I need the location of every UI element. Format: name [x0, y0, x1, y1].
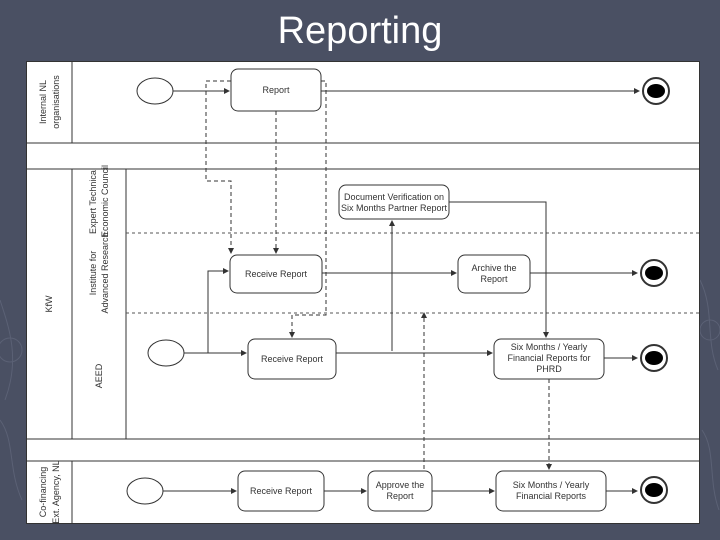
- flow-start-to-receive-1: [207, 268, 229, 353]
- message-to-receive-2: [289, 80, 327, 338]
- task-archive-label-2: Report: [480, 274, 508, 284]
- lane-label-expert-1: Expert Technical: [88, 168, 98, 234]
- task-six-months-2-label-2: Financial Reports: [516, 491, 587, 501]
- start-event-aeed: [147, 339, 185, 367]
- task-archive-box: [457, 254, 531, 294]
- task-report-label: Report: [262, 85, 290, 95]
- end-event-bottom: [640, 476, 668, 504]
- task-doc-verification-label-2: Six Months Partner Report: [341, 203, 448, 213]
- lane-label-institute-2: Advanced Research: [100, 232, 110, 313]
- end-events: [640, 77, 670, 504]
- task-six-months-1-label-1: Six Months / Yearly: [511, 342, 588, 352]
- lane-label-expert-2: Economic Council: [100, 165, 110, 237]
- diagram-border: [26, 61, 700, 524]
- task-six-months-1-label-2: Financial Reports for: [507, 353, 590, 363]
- end-event-aeed: [640, 344, 668, 372]
- lane-label-top-1: Internal NL: [38, 80, 48, 124]
- lane-label-bottom-2: Ext. Agency, NL: [51, 460, 61, 523]
- task-doc-verification-box: [338, 184, 450, 220]
- end-event-top: [642, 77, 670, 105]
- task-six-months-2-label-1: Six Months / Yearly: [513, 480, 590, 490]
- task-six-months-1-label-3: PHRD: [536, 364, 562, 374]
- start-event-bottom: [126, 477, 164, 505]
- flow-doc-to-six-months: [449, 201, 549, 338]
- sequence-flows: [163, 88, 640, 494]
- message-flows: [205, 80, 552, 470]
- lane-label-bottom-1: Co-financing: [38, 467, 48, 518]
- task-receive-report-3-label: Receive Report: [250, 486, 313, 496]
- task-receive-report-2-label: Receive Report: [261, 354, 324, 364]
- lane-label-top-2: organisations: [51, 75, 61, 129]
- message-report-to-receive-1: [205, 80, 234, 254]
- lane-label-group: KfW: [44, 295, 54, 313]
- task-approve-label-1: Approve the: [376, 480, 425, 490]
- task-receive-report-1-label: Receive Report: [245, 269, 308, 279]
- start-event-top: [136, 77, 174, 105]
- process-diagram-svg: Internal NL organisations KfW Expert Tec…: [26, 61, 700, 524]
- task-doc-verification-label-1: Document Verification on: [344, 192, 444, 202]
- task-receive-report-2-box: [247, 338, 337, 380]
- slide-title: Reporting: [277, 10, 443, 52]
- task-approve-label-2: Report: [386, 491, 414, 501]
- lane-label-aeed: AEED: [94, 363, 104, 388]
- task-archive-label-1: Archive the: [471, 263, 516, 273]
- end-event-institute: [640, 259, 668, 287]
- task-receive-report-1-box: [229, 254, 323, 294]
- process-diagram: Internal NL organisations KfW Expert Tec…: [26, 61, 700, 524]
- lane-label-institute-1: Institute for: [88, 251, 98, 296]
